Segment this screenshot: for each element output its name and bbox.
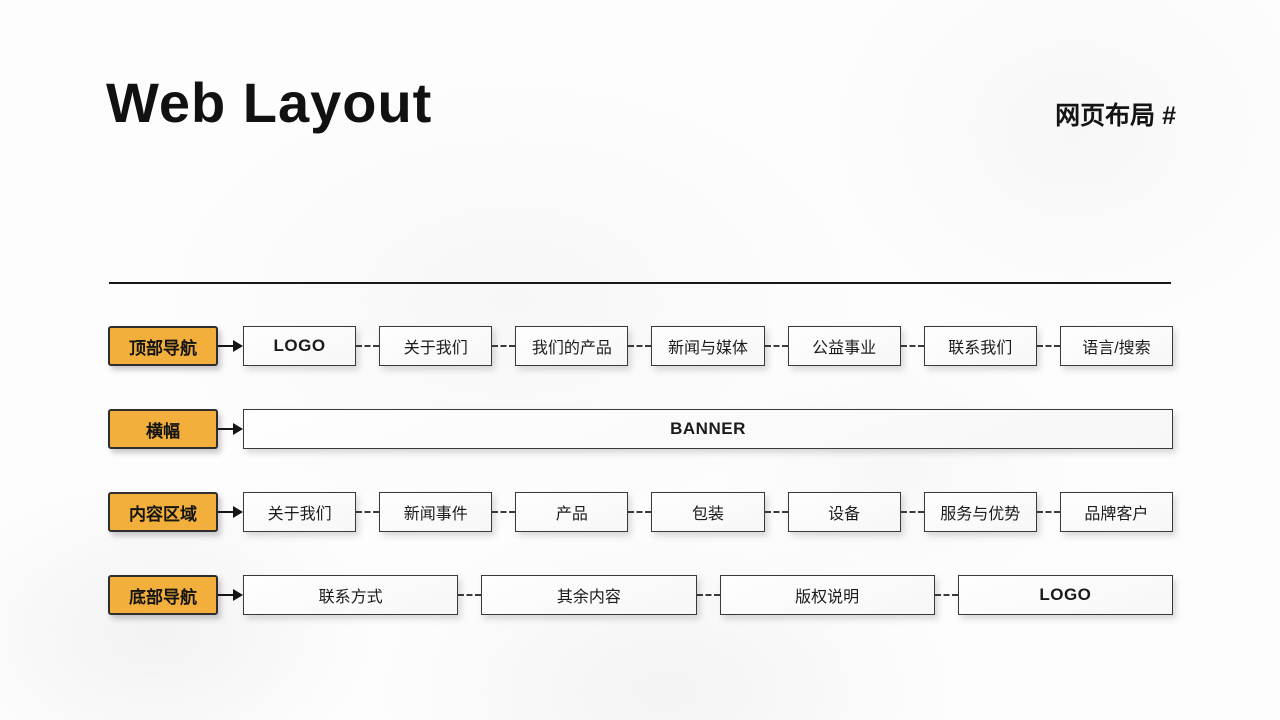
diagram-box: 新闻事件 xyxy=(379,492,493,532)
arrow-right-icon xyxy=(218,492,243,532)
diagram-box: 联系我们 xyxy=(923,326,1037,366)
row-label-top-nav: 顶部导航 xyxy=(108,326,218,366)
dashed-connector xyxy=(1036,511,1060,513)
diagram-box: 新闻与媒体 xyxy=(651,326,765,366)
arrow-right-icon xyxy=(218,326,243,366)
dashed-connector xyxy=(492,345,516,347)
diagram-box: 品牌客户 xyxy=(1059,492,1173,532)
dashed-connector xyxy=(628,345,652,347)
dashed-connector xyxy=(356,511,380,513)
diagram-box: 我们的产品 xyxy=(515,326,629,366)
dashed-connector xyxy=(934,594,958,596)
row-label-bottom-nav: 底部导航 xyxy=(108,575,218,615)
dashed-connector xyxy=(628,511,652,513)
diagram-row-content: 内容区域 关于我们 新闻事件 产品 包装 设备 服务与优势 品牌客户 xyxy=(108,492,1173,532)
diagram-box: 关于我们 xyxy=(379,326,493,366)
dashed-connector xyxy=(696,594,720,596)
dashed-connector xyxy=(764,345,788,347)
diagram-box: 包装 xyxy=(651,492,765,532)
diagram-box: 其余内容 xyxy=(481,575,697,615)
diagram-box: 联系方式 xyxy=(243,575,459,615)
page-subtitle: 网页布局 # xyxy=(1055,102,1176,130)
diagram-box: 版权说明 xyxy=(719,575,935,615)
diagram-box: BANNER xyxy=(243,409,1173,449)
diagram-row-bottom-nav: 底部导航 联系方式 其余内容 版权说明 LOGO xyxy=(108,575,1173,615)
dashed-connector xyxy=(356,345,380,347)
diagram-row-banner: 横幅 BANNER xyxy=(108,409,1173,449)
dashed-connector xyxy=(764,511,788,513)
diagram-box: 设备 xyxy=(787,492,901,532)
diagram-box: 公益事业 xyxy=(787,326,901,366)
dashed-connector xyxy=(1036,345,1060,347)
diagram-box: LOGO xyxy=(957,575,1173,615)
diagram-box: 服务与优势 xyxy=(923,492,1037,532)
row-label-content: 内容区域 xyxy=(108,492,218,532)
diagram-box: LOGO xyxy=(243,326,357,366)
diagram-box: 产品 xyxy=(515,492,629,532)
diagram-box: 语言/搜索 xyxy=(1059,326,1173,366)
row-label-banner: 横幅 xyxy=(108,409,218,449)
dashed-connector xyxy=(458,594,482,596)
diagram-row-top-nav: 顶部导航 LOGO 关于我们 我们的产品 新闻与媒体 公益事业 联系我们 语言/… xyxy=(108,326,1173,366)
dashed-connector xyxy=(900,511,924,513)
arrow-right-icon xyxy=(218,409,243,449)
dashed-connector xyxy=(492,511,516,513)
page-title: Web Layout xyxy=(106,71,433,134)
diagram-box: 关于我们 xyxy=(243,492,357,532)
arrow-right-icon xyxy=(218,575,243,615)
header-divider xyxy=(109,282,1171,284)
dashed-connector xyxy=(900,345,924,347)
